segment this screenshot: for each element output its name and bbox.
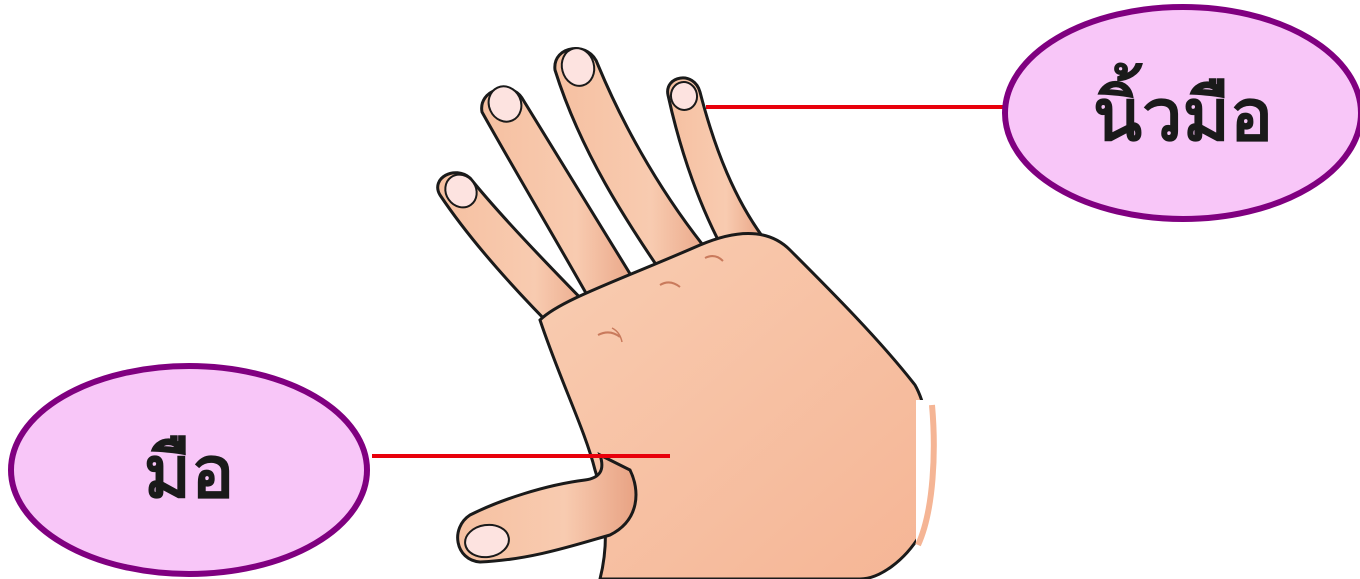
hand-label: มือ <box>144 430 235 514</box>
hand-label-bubble: มือ <box>11 366 367 574</box>
hand-illustration <box>438 45 946 579</box>
finger-label: นิ้วมือ <box>1093 62 1273 157</box>
finger-label-bubble: นิ้วมือ <box>1005 7 1360 219</box>
